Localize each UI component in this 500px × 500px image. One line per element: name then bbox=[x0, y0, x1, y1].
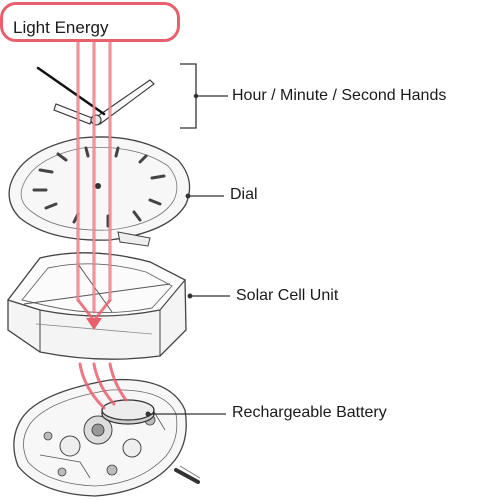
watch-hands bbox=[36, 66, 155, 126]
solar-cell-label: Solar Cell Unit bbox=[236, 287, 339, 304]
battery-label: Rechargeable Battery bbox=[232, 404, 387, 421]
callout-lines bbox=[145, 63, 230, 417]
light-rays bbox=[76, 40, 128, 410]
hands-label: Hour / Minute / Second Hands bbox=[232, 87, 447, 104]
solar-cell-unit bbox=[7, 252, 187, 360]
light-energy-label: Light Energy bbox=[13, 18, 109, 37]
dial-label: Dial bbox=[230, 186, 258, 203]
light-energy-box: Light Energy bbox=[0, 2, 180, 42]
battery bbox=[101, 399, 155, 425]
dial bbox=[8, 136, 191, 247]
